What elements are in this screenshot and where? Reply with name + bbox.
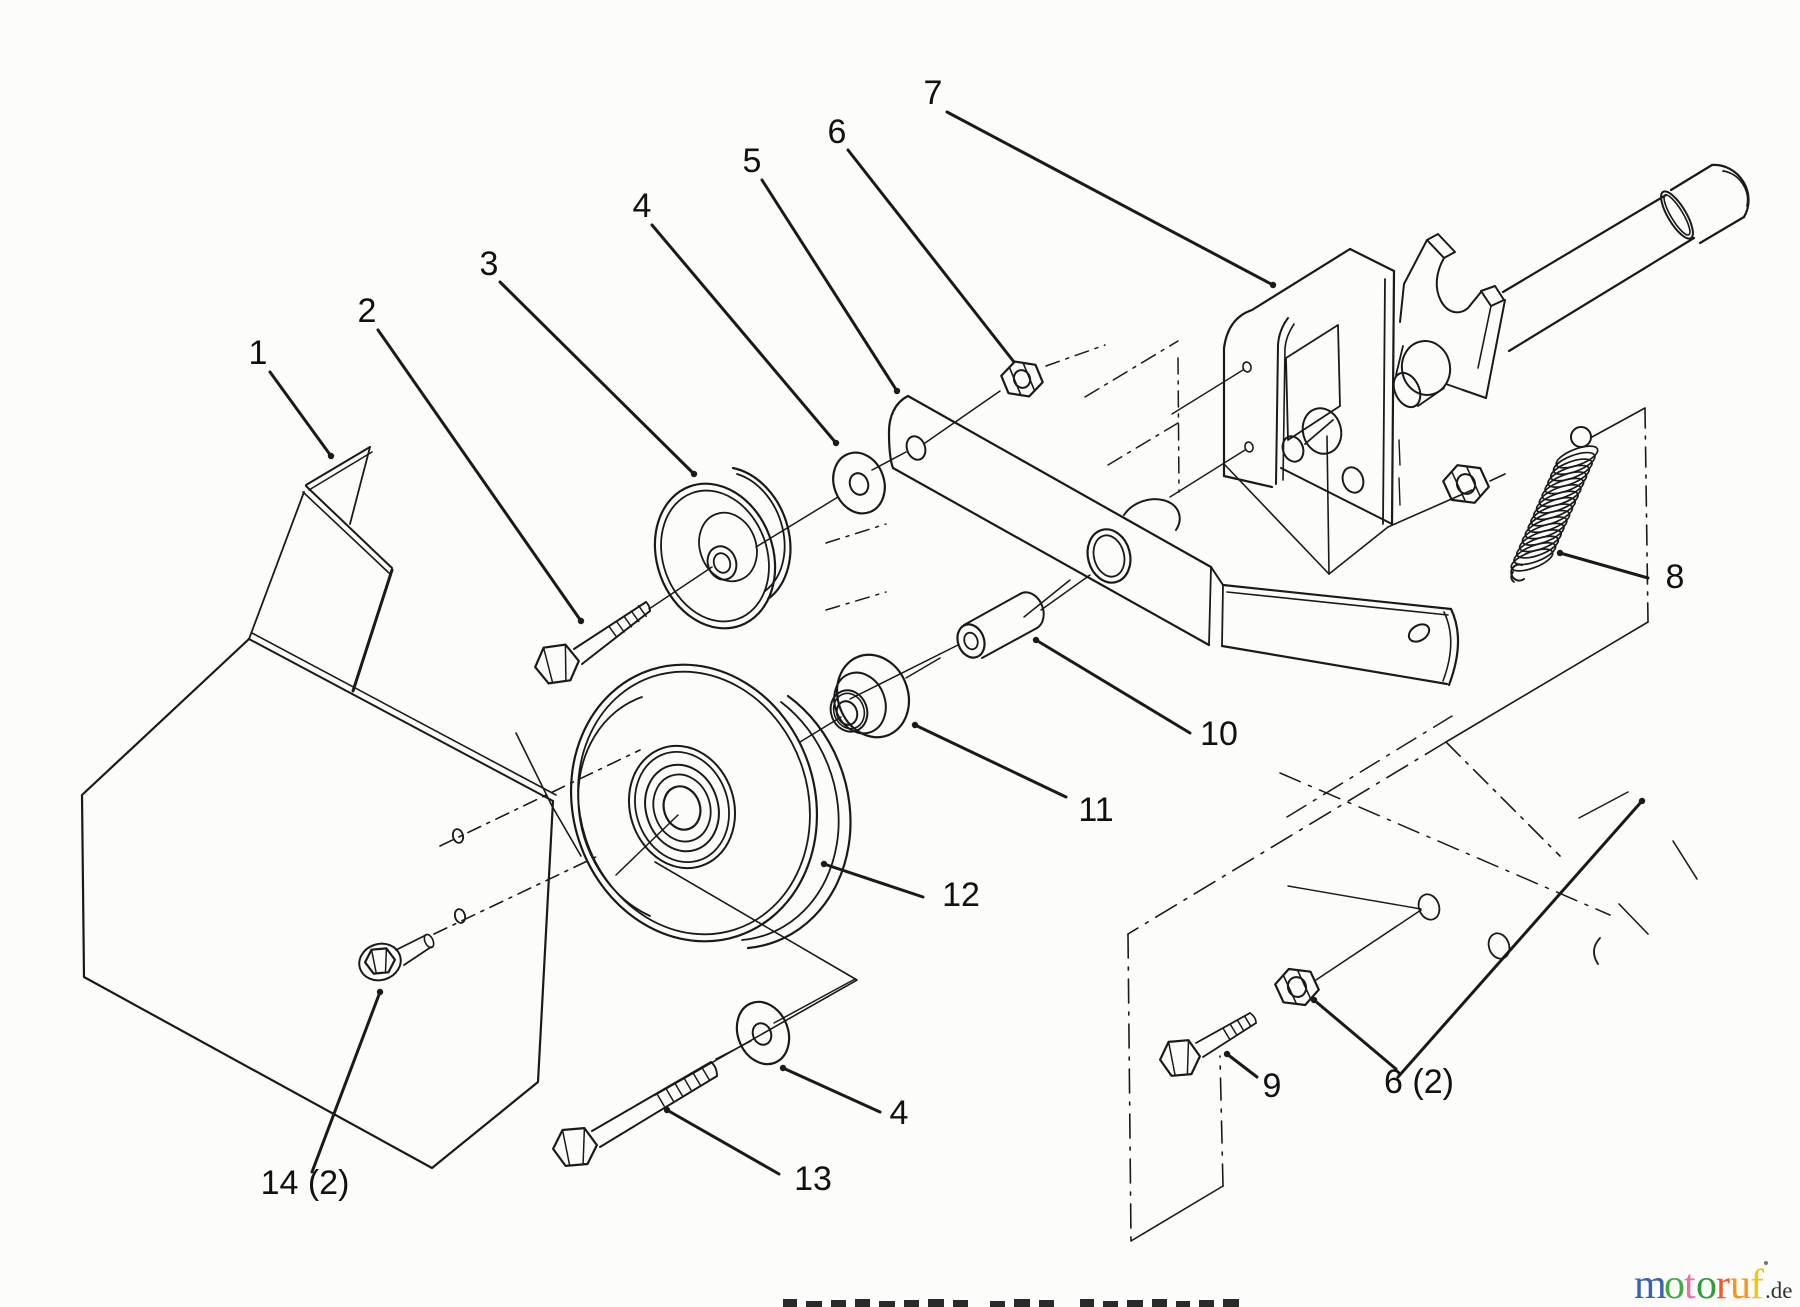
svg-text:6: 6 — [828, 113, 847, 151]
svg-text:6 (2): 6 (2) — [1384, 1063, 1454, 1101]
svg-text:14 (2): 14 (2) — [261, 1164, 350, 1202]
svg-text:t: t — [1684, 1262, 1696, 1307]
svg-text:m: m — [1634, 1262, 1667, 1307]
svg-text:3: 3 — [480, 245, 499, 283]
svg-text:2: 2 — [358, 292, 377, 330]
svg-text:1: 1 — [249, 334, 268, 372]
svg-text:o: o — [1664, 1262, 1685, 1307]
svg-text:.de: .de — [1765, 1278, 1792, 1303]
svg-text:11: 11 — [1078, 791, 1113, 829]
svg-text:8: 8 — [1666, 558, 1685, 596]
svg-text:5: 5 — [743, 142, 762, 180]
svg-text:9: 9 — [1263, 1067, 1282, 1105]
svg-text:r: r — [1716, 1262, 1730, 1307]
svg-text:u: u — [1730, 1262, 1751, 1307]
svg-text:12: 12 — [942, 876, 980, 914]
svg-text:13: 13 — [794, 1160, 832, 1198]
svg-text:10: 10 — [1200, 715, 1238, 753]
svg-text:o: o — [1696, 1262, 1717, 1307]
svg-text:f: f — [1750, 1262, 1764, 1307]
svg-text:7: 7 — [924, 74, 943, 112]
svg-text:4: 4 — [633, 187, 652, 225]
svg-text:4: 4 — [890, 1094, 909, 1132]
